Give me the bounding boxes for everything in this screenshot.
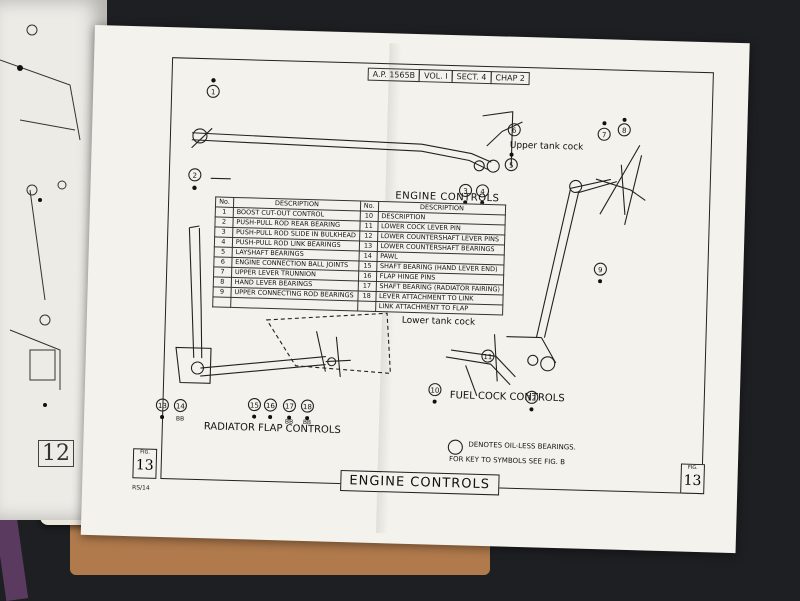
bb-label-17: BB [285, 418, 293, 425]
foldout-sheet: 1 2 3 4 5 6 7 8 9 10 11 12 13 14 15 16 1… [80, 25, 750, 554]
callout-1: 1 [211, 88, 216, 96]
row-no: 18 [357, 290, 376, 302]
row-no: 6 [213, 256, 232, 268]
row-no: 11 [359, 220, 378, 232]
row-no: 5 [214, 246, 233, 258]
header-no-left: No. [215, 196, 234, 208]
callout-15: 15 [250, 401, 259, 409]
bb-label-14: BB [176, 415, 184, 422]
engine-controls-drawing: 1 2 3 4 5 6 7 8 9 10 11 12 13 14 15 16 1… [155, 78, 646, 455]
fig-box-left: FIG. 13 [132, 448, 158, 479]
row-no [212, 296, 231, 308]
callout-14: 14 [176, 402, 186, 410]
callout-17: 17 [285, 402, 294, 410]
parts-key-table: No. DESCRIPTION No. DESCRIPTION 1 BOOST … [212, 196, 507, 316]
row-no: 13 [359, 240, 378, 252]
row-no [357, 300, 376, 312]
row-no: 2 [214, 216, 233, 228]
left-page-number: 12 [38, 440, 74, 467]
callout-18: 18 [303, 403, 312, 411]
callout-5: 5 [509, 162, 514, 170]
callout-6: 6 [512, 127, 517, 135]
row-no: 9 [212, 286, 232, 298]
row-no: 16 [358, 270, 377, 282]
row-no: 12 [359, 230, 378, 242]
callout-3: 3 [463, 187, 468, 195]
callout-7: 7 [602, 131, 607, 139]
fig-box-right: FIG. 13 [680, 463, 705, 495]
upper-tank-cock-label: Upper tank cock [509, 140, 584, 153]
header-no-right: No. [360, 200, 379, 212]
callout-9: 9 [598, 266, 603, 274]
lower-tank-cock-label: Lower tank cock [401, 315, 476, 328]
ref-chapter: CHAP 2 [490, 71, 531, 86]
callout-11: 11 [483, 353, 492, 361]
bb-label-18: BB [303, 419, 311, 426]
row-no: 4 [214, 236, 233, 248]
callout-10: 10 [430, 387, 439, 395]
bottom-title: ENGINE CONTROLS [340, 470, 500, 496]
bookmark-ribbon [0, 508, 29, 601]
row-no: 10 [359, 210, 378, 222]
callout-8: 8 [622, 127, 627, 135]
row-no: 15 [358, 260, 377, 272]
row-no: 1 [215, 206, 234, 218]
row-no: 14 [358, 250, 377, 262]
fig-number-left: 13 [135, 457, 154, 474]
callout-2: 2 [192, 172, 197, 180]
callout-13: 13 [158, 402, 167, 410]
page-code: RS/14 [131, 484, 150, 492]
ref-volume: VOL. I [418, 69, 453, 84]
ref-section: SECT. 4 [451, 69, 492, 85]
ref-ap-number: A.P. 1565B [367, 67, 421, 83]
callout-4: 4 [480, 188, 485, 196]
fig-number-right: 13 [683, 472, 702, 490]
row-no: 7 [213, 266, 232, 278]
row-no: 3 [214, 226, 233, 238]
row-no: 8 [213, 276, 232, 288]
row-no: 17 [357, 280, 377, 292]
callout-12: 12 [527, 394, 536, 402]
callout-16: 16 [266, 402, 276, 410]
